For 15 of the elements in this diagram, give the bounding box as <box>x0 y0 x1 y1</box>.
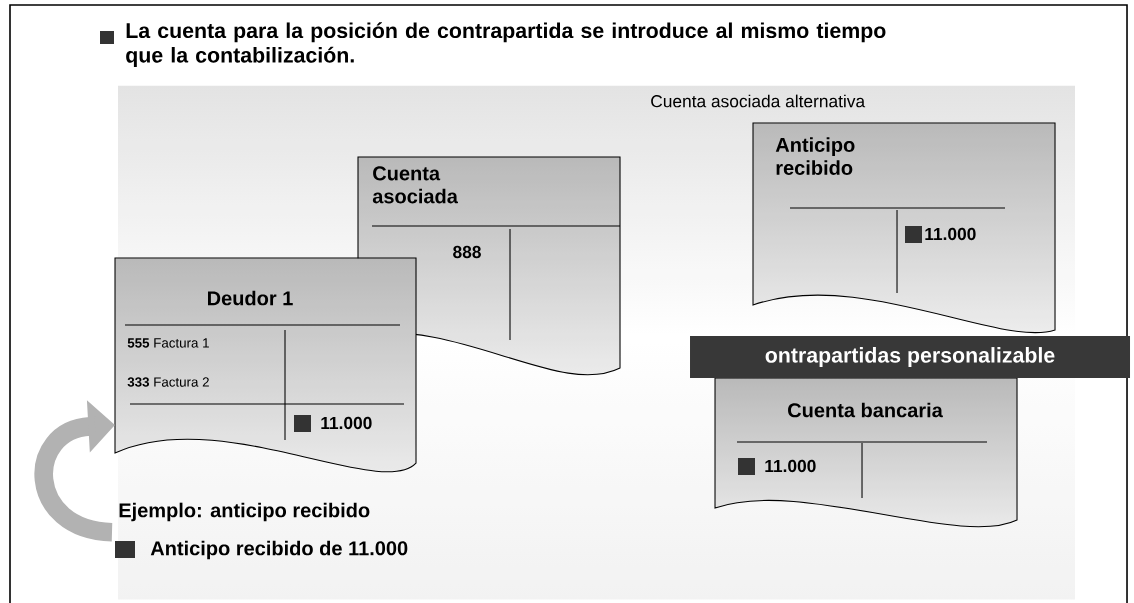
title: La cuenta para la posición de contrapartida se introduce al mismo tiempo que la contabilización. <box>126 22 886 67</box>
bullet-text: Anticipo recibido de 11.000 <box>150 540 408 560</box>
account-entry: 888 <box>453 245 481 259</box>
account-entry: 11.000 <box>765 459 816 473</box>
account-entry: 333 Factura 2 <box>127 377 209 387</box>
account-entry: 11.000 <box>925 227 976 241</box>
banner: ontrapartidas personalizable <box>690 336 1130 378</box>
example-heading: Ejemplo: anticipo recibido <box>119 502 370 522</box>
account-title: Cuenta bancaria <box>788 402 943 418</box>
account-title: Anticipo recibido <box>775 137 855 175</box>
caption-text: Cuenta asociada alternativa <box>651 94 866 108</box>
account-entry: 11.000 <box>321 416 372 430</box>
account-title: Cuenta asociada <box>372 166 458 204</box>
account-title: Deudor 1 <box>208 290 293 306</box>
account-entry: 555 Factura 1 <box>127 338 209 348</box>
